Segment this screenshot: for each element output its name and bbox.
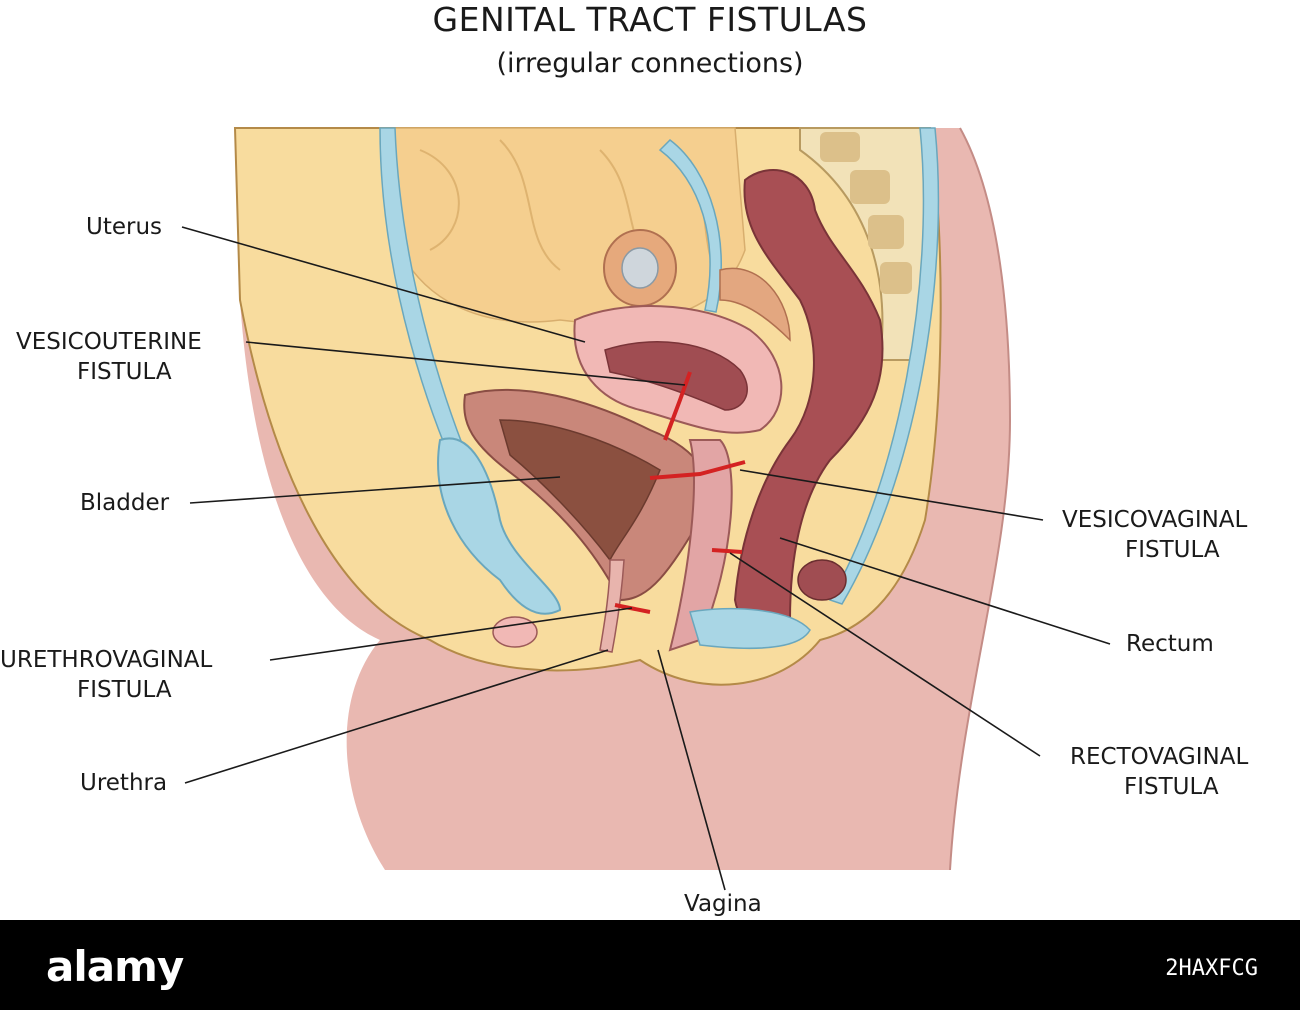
label-vesicouterine-fistula: VESICOUTERINE FISTULA [16,327,202,387]
label-urethrovaginal-fistula: URETHROVAGINAL FISTULA [0,645,212,705]
vertebra-1 [820,132,860,162]
watermark-footer: alamy 2HAXFCG [0,920,1300,1010]
alamy-logo: alamy [46,942,183,991]
rectovaginal-fistula-path [712,550,742,552]
vertebra-4 [880,262,912,294]
label-urethra: Urethra [80,768,167,798]
vertebra-2 [850,170,890,204]
vertebra-3 [868,215,904,249]
ovary-inner [622,248,658,288]
labia [493,617,537,647]
label-bladder: Bladder [80,488,169,518]
label-vagina: Vagina [684,889,762,919]
label-uterus: Uterus [86,212,162,242]
label-rectovaginal-fistula: RECTOVAGINAL FISTULA [1070,742,1248,802]
label-rectum: Rectum [1126,629,1214,659]
label-vesicovaginal-fistula: VESICOVAGINAL FISTULA [1062,505,1247,565]
anal-sphincter [798,560,846,600]
image-id: 2HAXFCG [1165,956,1258,981]
